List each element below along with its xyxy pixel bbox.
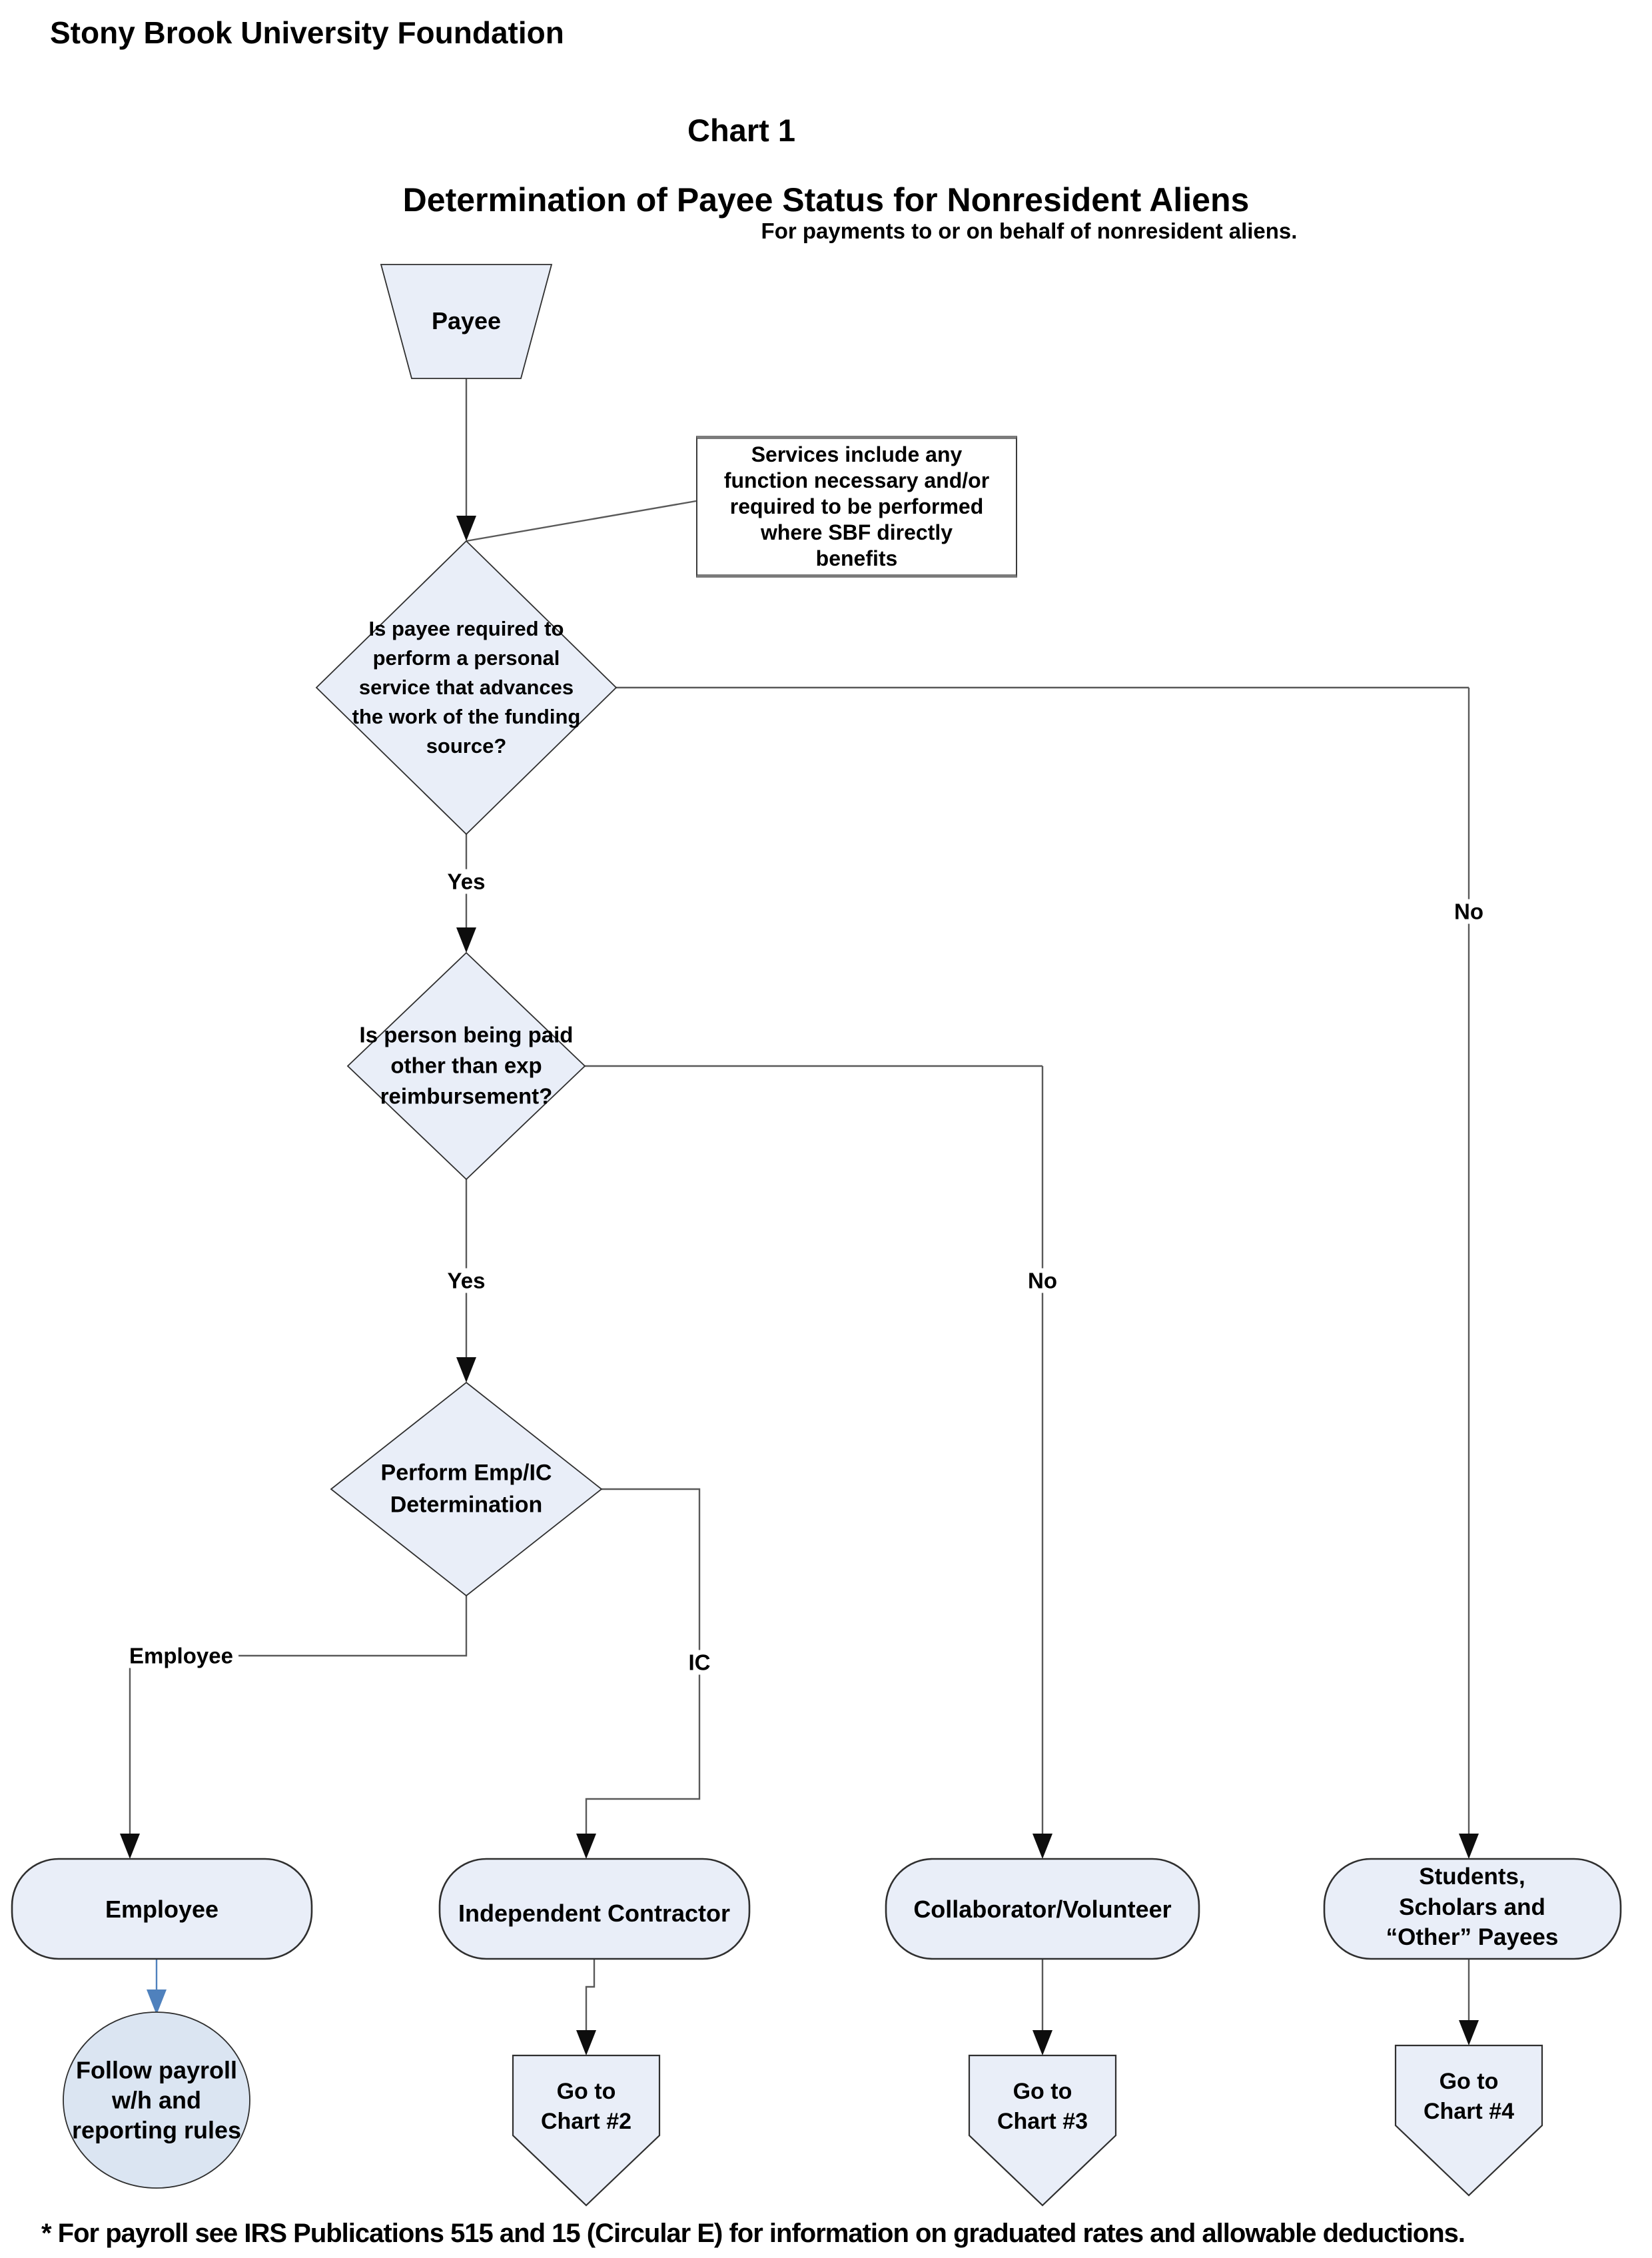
edge-label-d1-yes: Yes xyxy=(442,869,491,894)
decision-emp-ic-diamond xyxy=(330,1381,603,1597)
page-title: Determination of Payee Status for Nonres… xyxy=(402,181,1250,219)
payee-label: Payee xyxy=(431,307,502,335)
decision-personal-service-diamond xyxy=(315,540,618,836)
decision-emp-ic-label: Perform Emp/IC Determination xyxy=(380,1460,552,1517)
edge-label-d2-yes: Yes xyxy=(442,1268,491,1293)
arrowhead-into-chart3 xyxy=(1032,2030,1052,2055)
independent-contractor-terminator-shape xyxy=(438,1858,751,1960)
goto-chart4-shape xyxy=(1394,2044,1543,2197)
students-terminator-label: Students, Scholars and “Other” Payees xyxy=(1386,1863,1559,1950)
page-subtitle: For payments to or on behalf of nonresid… xyxy=(761,219,1298,244)
students-terminator-shape xyxy=(1323,1858,1622,1960)
goto-chart2-label: Go to Chart #2 xyxy=(540,2079,632,2134)
org-title: Stony Brook University Foundation xyxy=(50,15,564,50)
edge-label-d2-no: No xyxy=(1023,1268,1062,1293)
chart-number: Chart 1 xyxy=(687,112,795,148)
services-note: Services include any function necessary … xyxy=(696,436,1017,578)
decision-paid-other-label: Is person being paid other than exp reim… xyxy=(359,1022,574,1109)
decision-paid-other-diamond xyxy=(346,951,586,1181)
arrowhead-into-students xyxy=(1459,1834,1479,1859)
payroll-circle-shape xyxy=(63,2011,250,2189)
goto-chart2-shape xyxy=(512,2054,661,2207)
independent-contractor-terminator-label: Independent Contractor xyxy=(458,1900,731,1928)
collaborator-terminator-label: Collaborator/Volunteer xyxy=(913,1896,1172,1924)
arrowhead-into-chart2 xyxy=(576,2030,596,2055)
arrowhead-into-d1 xyxy=(456,516,476,541)
goto-chart3-label: Go to Chart #3 xyxy=(997,2079,1088,2134)
decision-personal-service-label: Is payee required to perform a personal … xyxy=(352,616,581,758)
arrowhead-into-employee xyxy=(120,1834,140,1859)
arrowhead-into-collab xyxy=(1032,1834,1052,1859)
edge-label-d3-employee: Employee xyxy=(124,1643,238,1668)
edge-ic-to-chart2 xyxy=(585,1959,596,2031)
payroll-footnote: * For payroll see IRS Publications 515 a… xyxy=(41,2219,1465,2248)
payroll-circle-label: Follow payroll w/h and reporting rules xyxy=(71,2056,242,2144)
arrowhead-into-ic xyxy=(576,1834,596,1859)
arrowhead-into-d2 xyxy=(456,927,476,953)
employee-terminator-shape xyxy=(11,1858,313,1960)
edge-label-d1-no: No xyxy=(1449,899,1489,924)
collaborator-terminator-shape xyxy=(885,1858,1200,1960)
edge-note-callout xyxy=(466,500,697,542)
arrowhead-into-chart4 xyxy=(1459,2020,1479,2045)
employee-terminator-label: Employee xyxy=(105,1896,219,1924)
edge-d3-ic xyxy=(585,1488,701,1835)
edge-label-d3-ic: IC xyxy=(683,1650,716,1675)
payee-trapezoid xyxy=(380,264,553,379)
arrowhead-into-circle xyxy=(147,1989,167,2015)
goto-chart4-label: Go to Chart #4 xyxy=(1423,2069,1515,2124)
goto-chart3-shape xyxy=(968,2054,1117,2207)
arrowhead-into-d3 xyxy=(456,1357,476,1383)
edge-d3-employee xyxy=(129,1596,468,1835)
